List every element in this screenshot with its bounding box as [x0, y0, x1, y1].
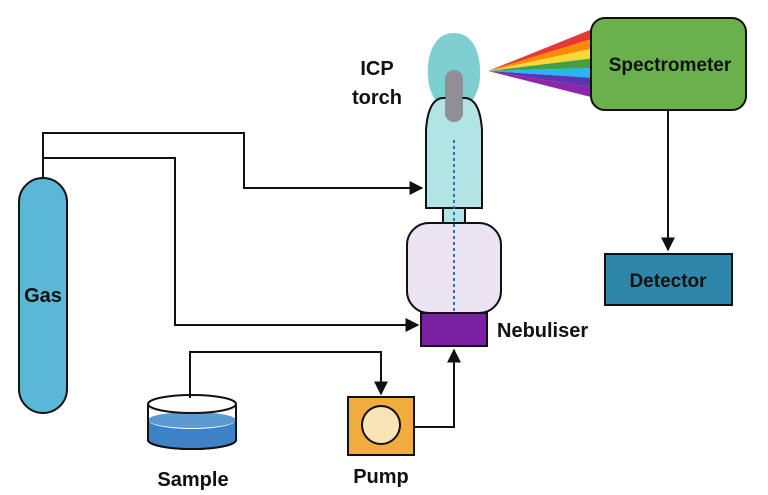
spectrum-band: [488, 68, 595, 78]
nebuliser-label: Nebuliser: [497, 320, 588, 342]
spectrometer-label: Spectrometer: [609, 55, 732, 76]
spectrum-band: [488, 48, 595, 71]
spectrum-band: [488, 28, 595, 71]
spectrum-band: [488, 71, 595, 98]
light-spectrum-icon: [488, 28, 595, 98]
detector-label: Detector: [629, 271, 707, 292]
icp-torch-label-line1: ICP: [360, 58, 393, 80]
sample-beaker-icon: [147, 394, 237, 450]
sample-lines: [189, 348, 461, 428]
icp-torch-icon: [425, 33, 483, 230]
spectrum-band: [488, 38, 595, 71]
detector-box: [604, 253, 733, 306]
gas-lines: [42, 132, 424, 332]
spectrum-band: [488, 58, 595, 71]
sample-label: Sample: [157, 469, 228, 491]
pump-label: Pump: [353, 466, 409, 488]
peristaltic-pump-icon: [347, 396, 415, 456]
icp-torch-label-line2: torch: [352, 87, 402, 109]
nebuliser-icon: [420, 312, 488, 347]
gas-label: Gas: [24, 285, 62, 307]
